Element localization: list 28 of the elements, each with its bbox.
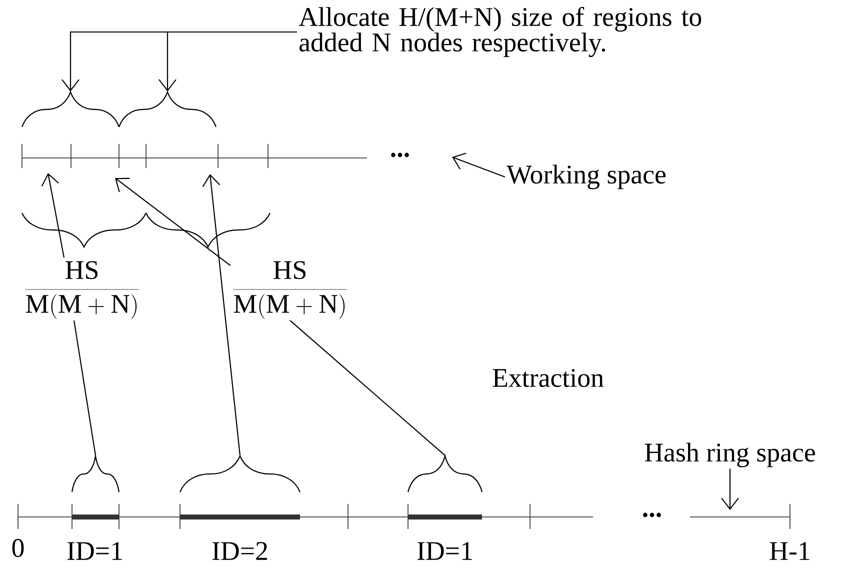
brace [71,455,120,492]
axis-label: ID=1 [67,542,122,560]
formula-label: $\frac{\mathrm{HS}}{\mathrm{M(M+N)}}$ [25,261,139,319]
text-label: Allocate H/(M+N) size of regions to added N nodes respectively. [298,6,702,58]
text-label: Hash ring space [644,442,815,468]
leader-line [73,320,96,456]
brace [180,455,300,492]
arrow [41,173,65,258]
arrow [452,152,506,178]
brace [118,91,217,128]
ellipsis: ... [643,512,661,518]
axis-label: ID=1 [417,542,472,560]
leader-line [290,320,446,456]
ellipsis: ... [391,152,409,158]
arrow [721,468,739,510]
arrow [158,31,297,92]
brace [146,212,270,248]
axis-label: ID=2 [212,542,268,560]
brace [22,212,146,248]
arrow [115,178,231,266]
brace [22,91,120,128]
arrow [202,174,241,456]
text-label: Working space [506,164,666,190]
edge-label: Extraction [490,368,606,388]
brace [407,455,483,492]
axis-label: H-1 [770,542,810,560]
formula-label: $\frac{\mathrm{HS}}{\mathrm{M(M+N)}}$ [233,261,347,319]
axis-label: 0 [12,538,24,558]
